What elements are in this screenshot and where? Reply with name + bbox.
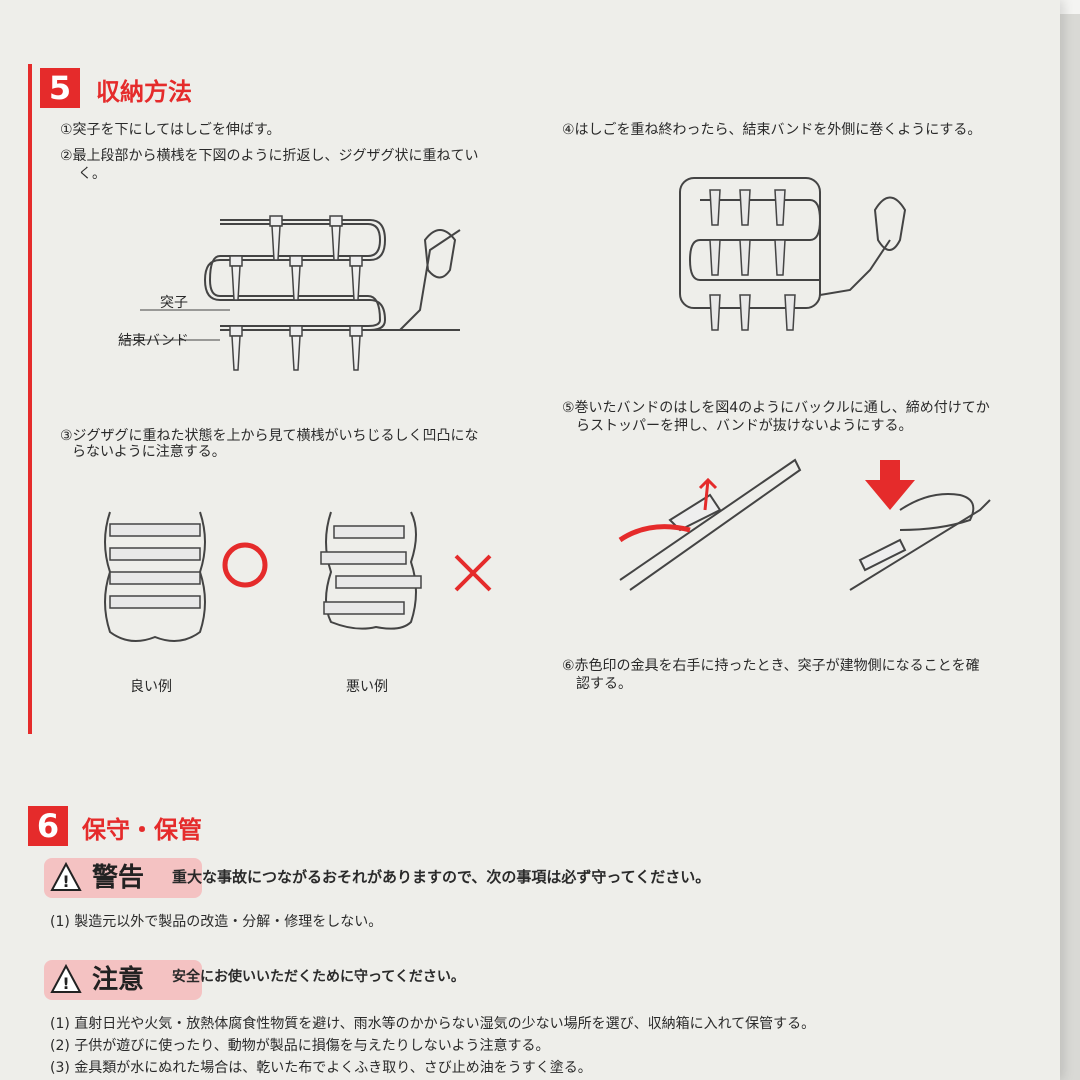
folded-ladder-illustration <box>120 215 461 371</box>
warning-heading: 重大な事故につながるおそれがありますので、次の事項は必ず守ってください。 <box>172 868 711 886</box>
step-3-text-line1: ③ジグザグに重ねた状態を上から見て横桟がいちじるしく凹凸にな <box>60 428 479 444</box>
warning-label-text: 警告 <box>92 863 145 893</box>
warning-triangle-icon: ! <box>50 861 82 891</box>
label-totsu: 突子 <box>160 295 188 311</box>
label-band: 結束バンド <box>118 333 189 349</box>
caution-label: ! 注意 <box>44 960 202 1000</box>
step-6-text-line1: ⑥赤色印の金具を右手に持ったとき、突子が建物側になることを確 <box>562 658 980 674</box>
section-number-6: 6 <box>28 806 68 846</box>
step-6-text-line2: 認する。 <box>576 676 632 692</box>
section-title-storage: 収納方法 <box>96 78 192 106</box>
warning-label: ! 警告 <box>44 858 202 898</box>
wrapped-ladder-illustration <box>679 177 907 331</box>
caution-item-3: (3) 金具類が水にぬれた場合は、乾いた布でよくふき取り、さび止め油をうすく塗る… <box>50 1060 592 1076</box>
section-side-bar <box>28 64 32 734</box>
caution-item-1: (1) 直射日光や火気・放熱体腐食性物質を避け、雨水等のかからない湿気の少ない場… <box>50 1016 816 1032</box>
caution-triangle-icon: ! <box>50 963 82 993</box>
step-5-text-line2: らストッパーを押し、バンドが抜けないようにする。 <box>576 418 913 434</box>
bad-example-illustration <box>320 511 422 630</box>
step-5-text-line1: ⑤巻いたバンドのはしを図4のようにバックルに通し、締め付けてか <box>562 400 990 416</box>
svg-text:!: ! <box>62 872 69 891</box>
step-4-text: ④はしごを重ね終わったら、結束バンドを外側に巻くようにする。 <box>562 122 982 138</box>
circle-mark-icon <box>222 542 268 588</box>
warning-item-1: (1) 製造元以外で製品の改造・分解・修理をしない。 <box>50 914 383 930</box>
caution-label-text: 注意 <box>92 965 145 995</box>
step-3-text-line2: らないように注意する。 <box>72 444 226 460</box>
caution-item-2: (2) 子供が遊びに使ったり、動物が製品に損傷を与えたりしないよう注意する。 <box>50 1038 550 1054</box>
red-band-end <box>618 524 691 543</box>
caution-heading: 安全にお使いいただくために守ってください。 <box>172 969 465 985</box>
bad-example-label: 悪い例 <box>346 679 388 695</box>
svg-text:!: ! <box>62 974 69 993</box>
cross-mark-icon <box>454 554 492 592</box>
section-title-maintenance: 保守・保管 <box>82 816 202 844</box>
arrow-down-icon <box>862 460 915 510</box>
good-example-label: 良い例 <box>130 679 172 695</box>
good-example-illustration <box>104 511 206 642</box>
section-number-5: 5 <box>40 68 80 108</box>
step-2-text-line2: く。 <box>78 166 106 182</box>
arrow-up-icon <box>698 477 718 511</box>
step-1-text: ①突子を下にしてはしごを伸ばす。 <box>60 122 281 138</box>
step-2-text-line1: ②最上段部から横桟を下図のように折返し、ジグザグ状に重ねてい <box>60 148 479 164</box>
buckle-illustration <box>618 458 991 591</box>
